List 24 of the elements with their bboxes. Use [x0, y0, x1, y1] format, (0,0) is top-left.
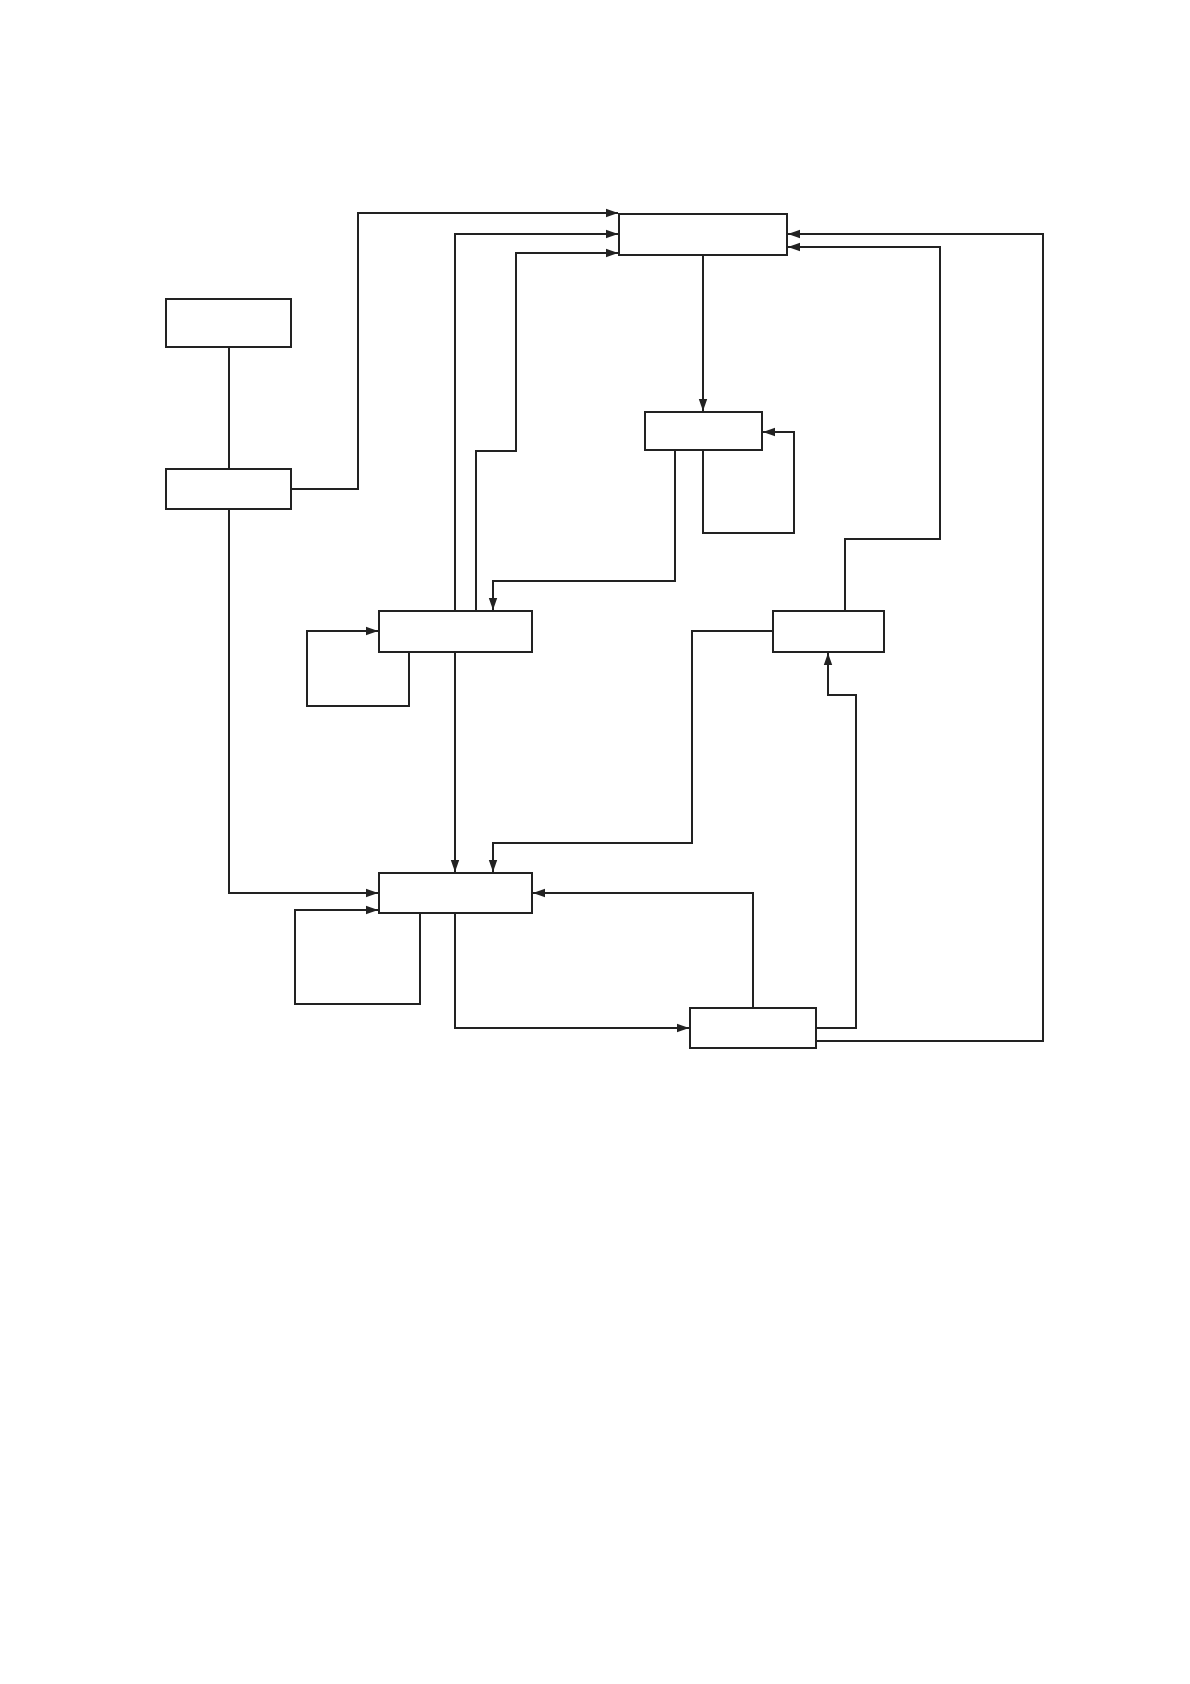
process-box	[689, 1007, 817, 1049]
process-box	[644, 411, 763, 451]
connector-arrow	[702, 427, 795, 534]
connector-arrow	[294, 905, 421, 1005]
connector-arrow	[454, 229, 619, 611]
process-box	[165, 468, 292, 510]
process-box	[378, 610, 533, 653]
connector-arrow	[454, 913, 690, 1033]
connector-arrow	[816, 652, 857, 1029]
connector-arrow	[488, 450, 676, 611]
connector-arrow	[450, 652, 460, 873]
process-box	[618, 213, 788, 256]
process-box	[378, 872, 533, 914]
connector-arrow	[228, 509, 379, 898]
connector-arrow	[488, 630, 773, 873]
connector-arrow	[532, 888, 754, 1008]
connector-arrow	[787, 229, 1044, 1042]
connector-arrow	[787, 242, 941, 611]
connector-arrow	[475, 248, 619, 611]
connector-arrow	[306, 626, 410, 707]
process-box	[772, 610, 885, 653]
process-box	[165, 298, 292, 348]
connector-arrow	[698, 255, 708, 412]
connector-arrow	[291, 208, 619, 490]
